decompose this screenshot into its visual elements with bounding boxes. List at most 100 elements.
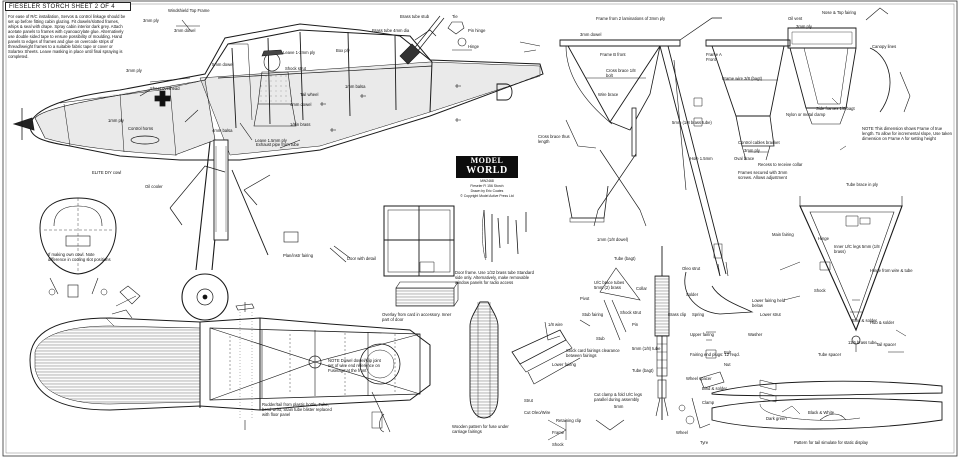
plan-subject: Fieseler Fi 156 Storch: [470, 184, 504, 188]
label: Shock strut: [285, 66, 306, 71]
label: Shock strut: [620, 310, 641, 315]
door-detail: [383, 205, 459, 307]
label: Clamp: [702, 400, 715, 405]
logo-line1: MODEL: [470, 156, 504, 165]
label: Lower strut: [760, 312, 781, 317]
label: Strut: [524, 398, 533, 403]
label: Frame from 2 laminations of 3mm ply: [596, 16, 666, 21]
label: Leave 1.5mm ply: [255, 138, 287, 143]
side-frame: [787, 7, 911, 125]
label: Shock: [552, 442, 564, 447]
label: Brass tube 4mm dia: [372, 28, 410, 33]
label: Washer: [748, 332, 763, 337]
label: Leave 1-2mm ply: [283, 50, 316, 55]
label: Cut clamp & fold U/C legs parallel durin…: [594, 392, 642, 402]
label: Cross brace thus length: [538, 134, 570, 144]
label: Stock card fairings clearance between fa…: [566, 348, 620, 358]
label: Rudder/tail from plastic bottle, Tube, b…: [262, 402, 332, 417]
label: 1mm balsa: [345, 84, 366, 89]
plan-author: Drawn by Eric Coates: [470, 189, 504, 193]
plan-copyright: © Copyright Model Active Press Ltd: [460, 194, 514, 198]
label: Black & White: [808, 410, 835, 415]
label: 3mm ply: [796, 24, 812, 29]
label: 3mm ply: [126, 68, 142, 73]
label: Exhaust pipe from tube: [256, 142, 300, 147]
label: Stub: [596, 336, 605, 341]
label: Nose & Top fairing: [822, 10, 857, 15]
label: Oil cooler: [145, 184, 163, 189]
label: 1/8in brass: [290, 122, 311, 127]
label: Bind & solder: [852, 318, 877, 323]
label: 5mm: [614, 404, 624, 409]
label: Tail spacer: [876, 342, 897, 347]
label: Control horns: [128, 126, 154, 131]
label: Lower fairing held below: [752, 298, 786, 308]
frame-length-note: NOTE This dimension shows Frame of true …: [862, 126, 953, 141]
label: 1/8 wire: [548, 322, 563, 327]
label: Nut: [724, 362, 731, 367]
main-gear-side: [169, 139, 271, 321]
label: Hole 1.5mm: [690, 156, 713, 161]
label: Tube (bagt): [632, 368, 654, 373]
label: Tail wheel: [300, 92, 319, 97]
label: 4mm dowel: [290, 102, 312, 107]
undercarriage-triangle: [799, 196, 907, 353]
label: Pin: [632, 322, 639, 327]
label: Tyre: [700, 440, 709, 445]
label: Cut Oleo/Wire: [524, 410, 551, 415]
label: Hinge: [818, 236, 829, 241]
label: Wooden pattern for fuse under carriage f…: [452, 424, 509, 434]
label: 4mm balsa: [212, 128, 233, 133]
fuselage-plan-view: [29, 302, 431, 430]
label: Lower fairing: [552, 362, 576, 367]
fairing-patterns: [469, 301, 591, 419]
label: Frame B front: [600, 52, 626, 57]
label: Pattern for tail simulate for static dis…: [794, 440, 869, 445]
label: Inner U/C legs 5mm (1/8 brass): [834, 244, 880, 254]
label: 5mm (1/8 brass tube): [672, 120, 712, 125]
label: Brass tube stub: [400, 14, 430, 19]
label: Recess to receive collar: [758, 162, 803, 167]
label: U/C brace tubes 5mm (2) brass: [594, 280, 625, 290]
label: Wheel spacer: [686, 376, 712, 381]
label: Box ply: [336, 48, 350, 53]
label: 1mm ply: [108, 118, 124, 123]
label: Plan/instr fairing: [283, 253, 314, 258]
label: Canopy lines: [872, 44, 897, 49]
label: Side frames 1/8 bagt: [816, 106, 855, 111]
label: If making own cowl. Note difference in c…: [48, 252, 111, 262]
label: Oval brace: [734, 156, 755, 161]
logo-box: MODEL WORLD: [456, 156, 518, 178]
label: 5mm (1/8) tube: [632, 346, 661, 351]
small-parts-left: [111, 231, 351, 319]
section-note: NOTE Dowel dowel/slip joint set of wire …: [328, 358, 381, 373]
label: 3mm ply: [143, 18, 159, 23]
label: Nylon or metal clamp: [786, 112, 826, 117]
label: 5mm dowel: [212, 62, 234, 67]
plan-number: MW2468: [480, 179, 494, 183]
frame-b-view: [693, 39, 791, 161]
rear-gun: [399, 15, 445, 65]
label: Frames secured with 3mm screws. Allows a…: [738, 170, 788, 180]
undercarriage-front-view: [559, 17, 727, 277]
label: Oil vent: [788, 16, 803, 21]
label: Dark green: [766, 416, 787, 421]
label: Bolt: [724, 350, 732, 355]
label: Overlay from card in accessory. Inner pa…: [382, 312, 452, 322]
label: Pivot: [580, 296, 590, 301]
label: Windshield Top Frame: [168, 8, 210, 13]
label: Wheel: [676, 430, 688, 435]
sheet-title: FIESELER STORCH SHEET 2 OF 4: [5, 2, 131, 11]
label: ELITE DIY cowl: [92, 170, 122, 175]
label: Stub fairing: [582, 312, 604, 317]
label: Cross brace 1/8 bolt: [606, 68, 636, 78]
label: Shock: [814, 288, 826, 293]
label: Tube brace in ply: [846, 182, 878, 187]
logo-line2: WORLD: [466, 165, 508, 176]
cowl-front-view: [39, 197, 117, 298]
label: 3mm dowel: [174, 28, 196, 33]
label: Bind & solder: [702, 386, 727, 391]
label: Sheet overhead: [150, 86, 180, 91]
label: Tube spacer: [818, 352, 842, 357]
